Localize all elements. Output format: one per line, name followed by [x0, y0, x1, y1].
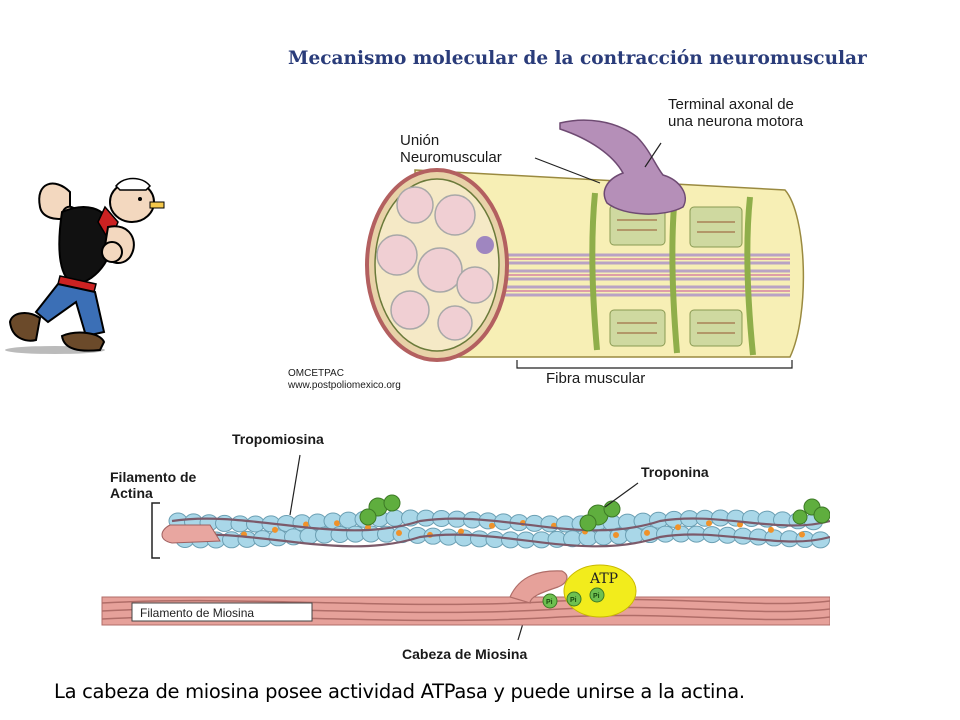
muscle-fiber-label: Fibra muscular [546, 370, 646, 387]
axon-terminal-label-line2: una neurona motora [668, 113, 804, 130]
image-credit-line2: www.postpoliomexico.org [288, 380, 401, 391]
actin-filament-label: Filamento de Actina [110, 469, 196, 501]
neuromuscular-junction-label-line1: Unión [400, 132, 440, 149]
troponin-label: Troponina [641, 464, 709, 480]
image-credit: OMCETPAC www.postpoliomexico.org [288, 368, 401, 392]
popeye-cartoon-image [5, 177, 165, 354]
neuromuscular-junction-label-line2: Neuromuscular [400, 149, 502, 166]
pi-label-1: Pi [546, 599, 553, 606]
myosin-filament-label: Filamento de Miosina [140, 606, 254, 620]
pi-label-3: Pi [593, 593, 600, 600]
image-credit-line1: OMCETPAC [288, 368, 344, 379]
axon-terminal-label: Terminal axonal de una neurona motora [668, 96, 803, 130]
atp-label: ATP [589, 571, 618, 587]
slide-caption: La cabeza de miosina posee actividad ATP… [54, 680, 745, 703]
actin-myosin-illustration: Pi Pi Pi ATP Filamento de Miosina [101, 454, 830, 641]
neuromuscular-junction-label: Unión Neuromuscular [400, 132, 502, 166]
muscle-fiber-illustration [365, 119, 805, 369]
actin-filament-label-line1: Filamento de [110, 469, 197, 485]
slide-title: Mecanismo molecular de la contracción ne… [288, 48, 867, 69]
actin-filament-label-line2: Actina [110, 485, 153, 501]
myosin-head-label: Cabeza de Miosina [402, 646, 528, 662]
axon-terminal-label-line1: Terminal axonal de [668, 96, 794, 113]
tropomyosin-label: Tropomiosina [232, 431, 324, 447]
pi-label-2: Pi [570, 597, 577, 604]
